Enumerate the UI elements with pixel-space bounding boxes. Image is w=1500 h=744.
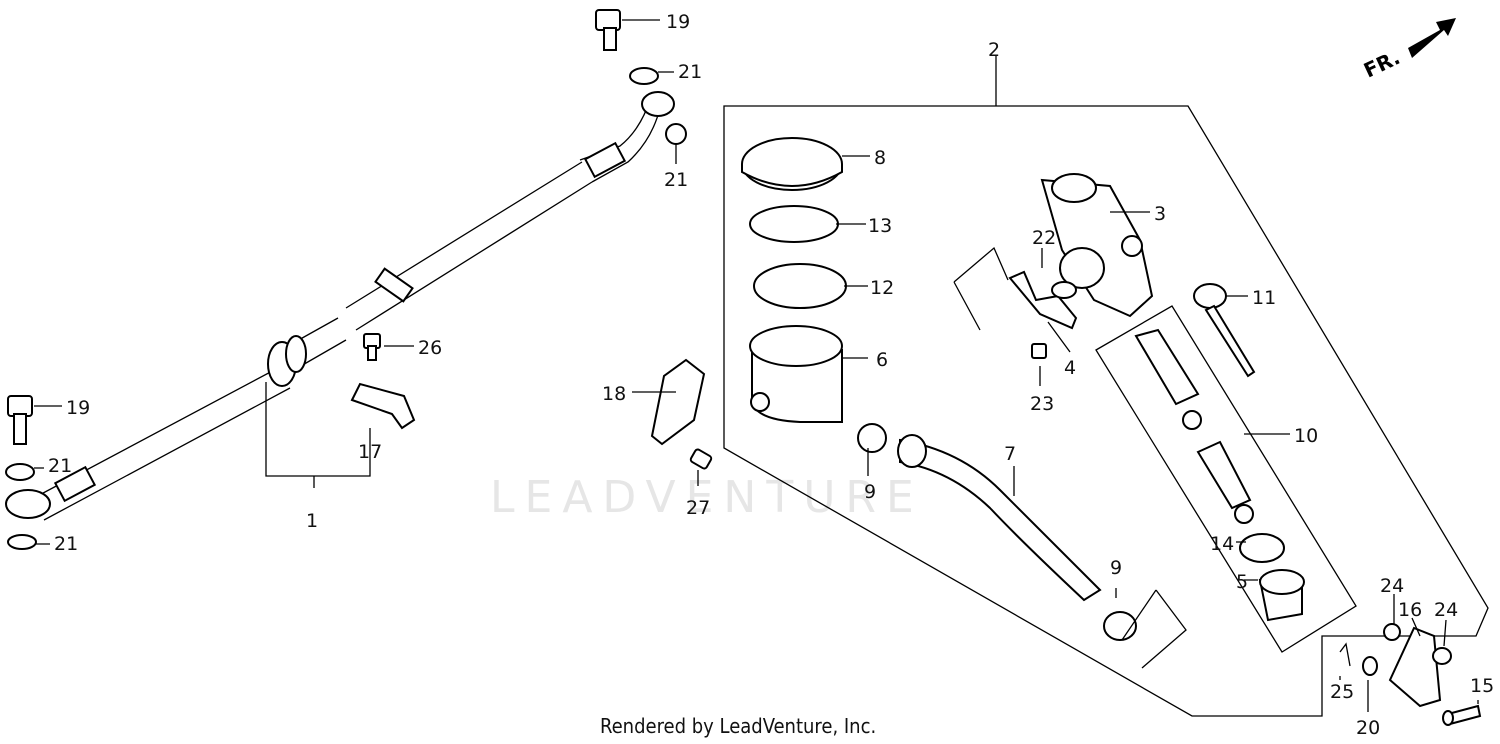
master-cylinder-3 xyxy=(1040,173,1154,318)
callout-14: 14 xyxy=(1210,533,1234,555)
sealing-washer-3 xyxy=(5,463,35,481)
bracket-18 xyxy=(650,358,706,446)
callout-9a: 9 xyxy=(864,481,876,503)
hose-clip-9a xyxy=(857,423,887,453)
reservoir-cap xyxy=(741,137,843,191)
callout-6: 6 xyxy=(876,349,888,371)
callout-21c: 21 xyxy=(48,455,72,477)
callout-labels: 1 2 3 4 5 6 7 8 9 9 10 11 12 13 14 15 16… xyxy=(48,11,1494,739)
callout-1: 1 xyxy=(306,510,318,532)
callout-13: 13 xyxy=(868,215,892,237)
sealing-washer-4 xyxy=(7,534,37,550)
callout-11: 11 xyxy=(1252,287,1276,309)
callout-18: 18 xyxy=(602,383,626,405)
callout-27: 27 xyxy=(686,497,710,519)
cotter-pin-25 xyxy=(1339,642,1351,667)
callout-21b: 21 xyxy=(664,169,688,191)
sealing-washer-1 xyxy=(629,67,659,85)
reservoir-hose-7 xyxy=(897,434,1102,602)
callout-20: 20 xyxy=(1356,717,1380,739)
pin-15 xyxy=(1442,704,1482,726)
callout-2: 2 xyxy=(988,39,1000,61)
reservoir-6 xyxy=(749,325,843,423)
callout-4: 4 xyxy=(1064,357,1076,379)
brake-hose xyxy=(5,91,675,521)
callout-23: 23 xyxy=(1030,393,1054,415)
callout-26: 26 xyxy=(418,337,442,359)
callout-24b: 24 xyxy=(1434,599,1458,621)
callout-21a: 21 xyxy=(678,61,702,83)
nut-24a xyxy=(1383,623,1401,641)
nut-24b xyxy=(1432,647,1452,665)
pushrod-11 xyxy=(1193,283,1256,378)
bolt-26 xyxy=(363,333,381,361)
callout-5: 5 xyxy=(1236,571,1248,593)
callout-21d: 21 xyxy=(54,533,78,555)
callout-24a: 24 xyxy=(1380,575,1404,597)
callout-10: 10 xyxy=(1294,425,1318,447)
diaphragm-12 xyxy=(753,263,847,309)
callout-3: 3 xyxy=(1154,203,1166,225)
piston-kit-10 xyxy=(1134,328,1305,622)
joint-22 xyxy=(1008,270,1078,330)
callout-15: 15 xyxy=(1470,675,1494,697)
piston-kit-outline xyxy=(1095,305,1357,653)
front-direction-label: FR. xyxy=(1360,45,1404,82)
screw-27 xyxy=(689,448,713,470)
callout-25: 25 xyxy=(1330,681,1354,703)
front-direction-arrow: FR. xyxy=(1360,18,1456,83)
callout-9b: 9 xyxy=(1110,557,1122,579)
leader-lines xyxy=(34,19,1479,712)
callout-17: 17 xyxy=(358,441,382,463)
callout-19a: 19 xyxy=(666,11,690,33)
hose-clamp-17 xyxy=(350,382,416,430)
credit-text: Rendered by LeadVenture, Inc. xyxy=(600,714,877,738)
watermark-text: LEADVENTURE xyxy=(490,472,924,523)
hose-clip-9b xyxy=(1103,611,1137,641)
callout-7: 7 xyxy=(1004,443,1016,465)
callout-8: 8 xyxy=(874,147,886,169)
plate-13 xyxy=(749,205,839,243)
callout-12: 12 xyxy=(870,277,894,299)
banjo-bolt-bottom xyxy=(7,395,33,445)
screw-23 xyxy=(1031,343,1047,359)
callout-19b: 19 xyxy=(66,397,90,419)
clevis-16 xyxy=(1388,626,1442,708)
washer-20 xyxy=(1362,656,1378,676)
callout-16: 16 xyxy=(1398,599,1422,621)
assembly-outline xyxy=(723,56,1489,717)
sealing-washer-2 xyxy=(665,123,687,145)
banjo-bolt-top xyxy=(595,9,621,51)
callout-22: 22 xyxy=(1032,227,1056,249)
